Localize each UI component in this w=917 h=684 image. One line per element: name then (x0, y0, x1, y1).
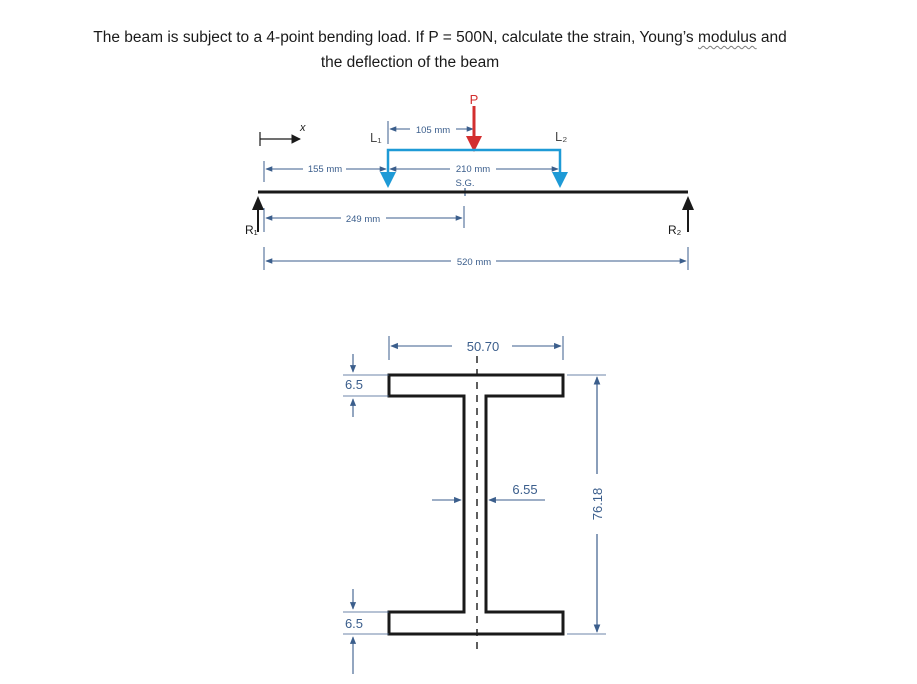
problem-text-b: and (756, 29, 787, 46)
top-flange-thickness-label: 6.5 (345, 377, 363, 392)
i-beam-cross-section: 50.70 6.5 6.5 6.55 (343, 336, 606, 674)
dimension-105mm-label: 105 mm (416, 125, 450, 136)
dimension-249mm: 249 mm (263, 206, 465, 232)
l1-label: L₁ (370, 130, 382, 145)
dimension-105mm: 105 mm (387, 121, 474, 144)
dimension-210mm-label: 210 mm (456, 164, 490, 175)
load-p-arrow: P (466, 92, 482, 152)
dimension-155mm: 155 mm (263, 161, 387, 182)
spellcheck-word: modulus (698, 29, 757, 46)
reaction-r1-label: R₁ (245, 223, 258, 237)
dimension-flange-width: 50.70 (388, 336, 564, 360)
dimension-web-thickness: 6.55 (432, 482, 545, 504)
problem-line-1: The beam is subject to a 4-point bending… (0, 25, 880, 50)
dimension-155mm-label: 155 mm (308, 164, 342, 175)
reaction-r1: R₁ (245, 196, 264, 237)
dimension-210mm: 210 mm (389, 164, 559, 175)
section-height-label: 76.18 (590, 488, 605, 521)
reaction-r2-label: R₂ (668, 223, 682, 237)
dimension-520mm-label: 520 mm (457, 257, 491, 268)
dimension-249mm-label: 249 mm (346, 214, 380, 225)
load-p-label: P (470, 92, 479, 107)
dimension-top-flange-thickness: 6.5 (343, 354, 389, 417)
web-thickness-label: 6.55 (512, 482, 537, 497)
problem-text-a: The beam is subject to a 4-point bending… (93, 29, 698, 46)
reaction-r2: R₂ (668, 196, 694, 237)
dimension-section-height: 76.18 (567, 374, 606, 635)
i-beam-outline (387, 373, 565, 636)
dimension-bottom-flange-thickness: 6.5 (343, 589, 389, 674)
x-axis-indicator: x (259, 122, 306, 146)
dimension-520mm: 520 mm (263, 247, 689, 270)
l2-label: L₂ (555, 129, 567, 144)
x-axis-label: x (299, 122, 306, 134)
problem-statement: The beam is subject to a 4-point bending… (0, 25, 880, 75)
beam-diagram: x L₁ L₂ 105 mm P 155 mm (245, 92, 694, 270)
strain-gauge-label: S.G. (455, 178, 474, 189)
load-distribution-bracket (380, 148, 568, 188)
bottom-flange-thickness-label: 6.5 (345, 616, 363, 631)
problem-line-2: the deflection of the beam (320, 54, 500, 71)
flange-width-label: 50.70 (467, 339, 500, 354)
